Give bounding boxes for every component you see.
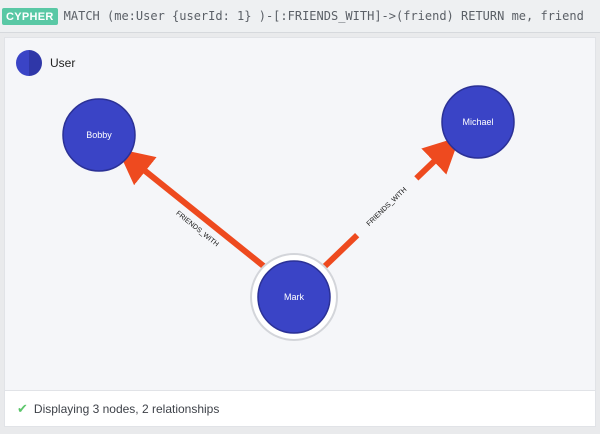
edge-mark-michael[interactable]: FRIENDS_WITH [320,136,460,271]
legend-swatch[interactable] [16,50,42,76]
node-circle[interactable] [62,98,136,172]
node-bobby[interactable]: Bobby [62,98,136,172]
graph-canvas[interactable]: FRIENDS_WITH FRIENDS_WITH Bobby Michael … [5,38,597,390]
edge-line[interactable] [117,148,268,271]
legend-label: User [50,56,76,70]
node-label: Bobby [86,130,112,140]
cypher-badge: CYPHER [2,7,58,25]
edge-label-bg [161,196,235,260]
node-circle[interactable] [257,260,331,334]
edge-label-bg [351,172,421,240]
node-mark[interactable]: Mark [250,253,338,341]
node-label: Michael [462,117,493,127]
check-icon: ✔ [17,400,28,416]
query-bar: CYPHER MATCH (me:User {userId: 1} )-[:FR… [0,0,600,33]
node-michael[interactable]: Michael [441,85,515,159]
status-bar: ✔ Displaying 3 nodes, 2 relationships [5,390,595,426]
edge-label: FRIENDS_WITH [366,186,409,227]
query-text[interactable]: MATCH (me:User {userId: 1} )-[:FRIENDS_W… [63,9,584,23]
edge-mark-bobby[interactable]: FRIENDS_WITH [117,148,268,271]
node-label: Mark [284,292,304,302]
status-text: Displaying 3 nodes, 2 relationships [33,401,220,416]
node-circle[interactable] [441,85,515,159]
legend[interactable]: User [16,50,75,76]
graph-panel: User FRIENDS_WITH FRIENDS_WITH Bobby [4,37,596,427]
